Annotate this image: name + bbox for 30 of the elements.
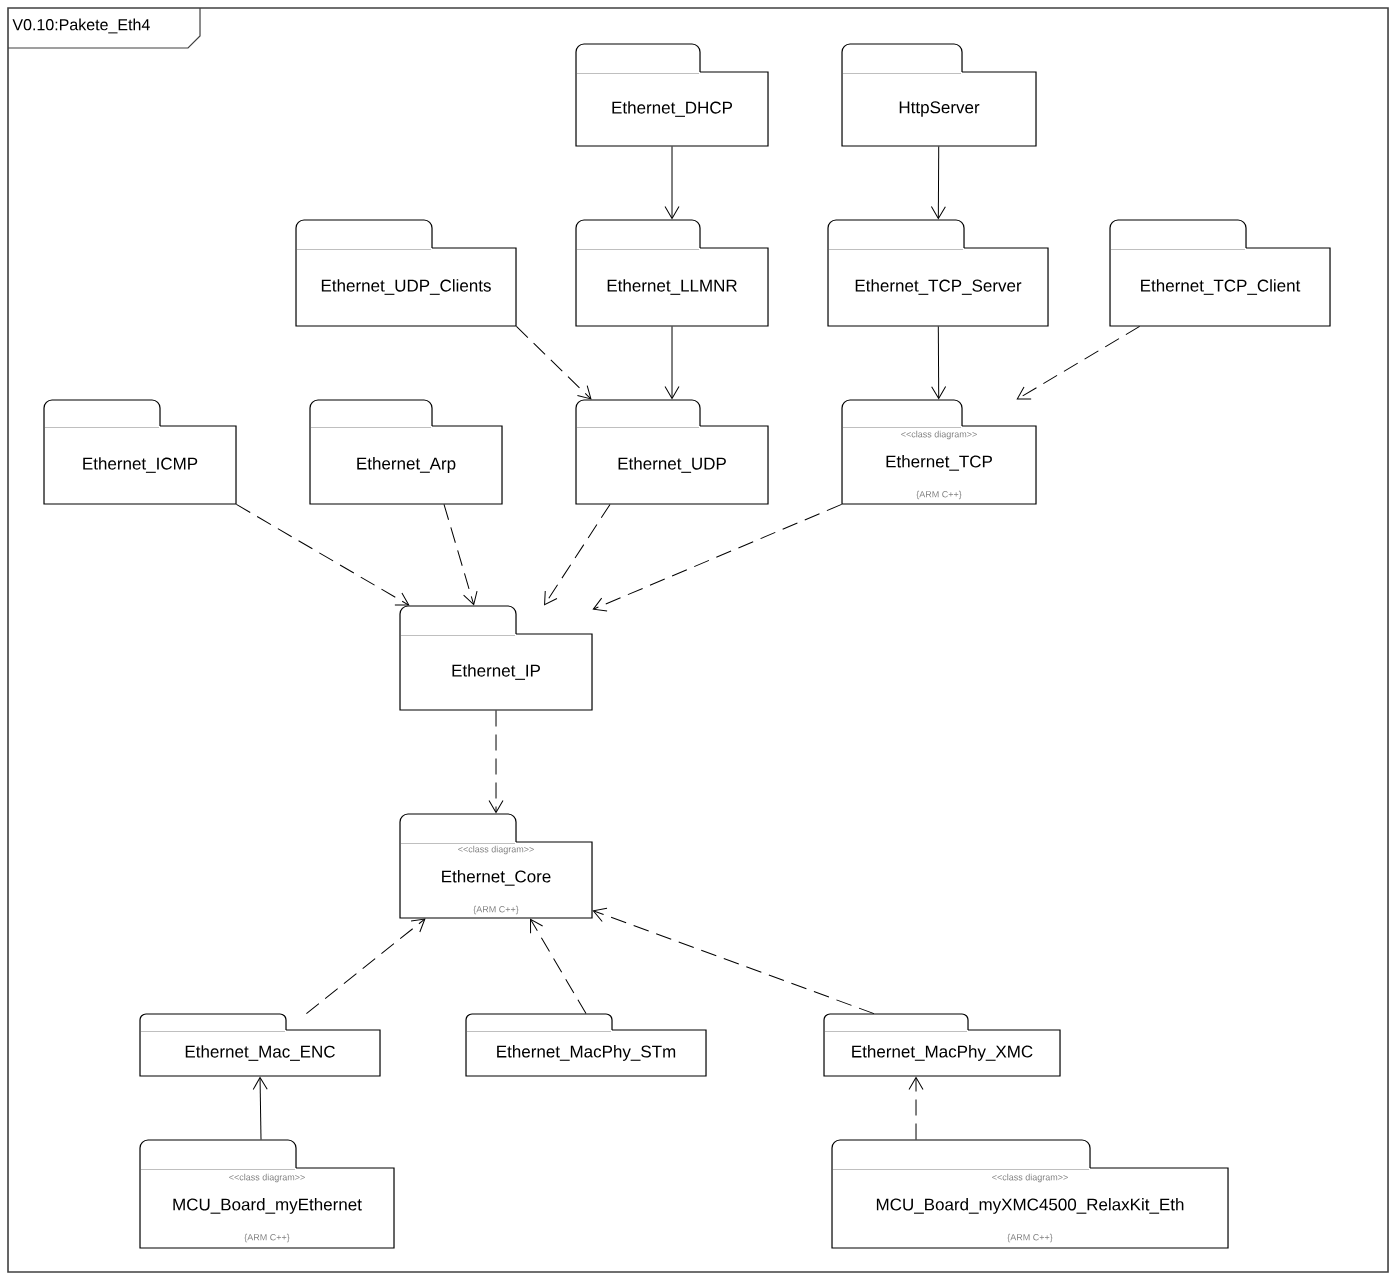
package-box: Ethernet_LLMNR <box>575 219 769 327</box>
arrow <box>664 325 680 400</box>
package-box: Ethernet_IP <box>399 605 593 711</box>
package-box: Ethernet_ICMP <box>43 399 237 505</box>
arrow <box>515 325 592 400</box>
arrow <box>664 145 680 220</box>
arrow <box>305 918 426 1015</box>
arrow <box>908 1076 924 1141</box>
package-box: Ethernet_TCP_Client <box>1109 219 1331 327</box>
package-box: Ethernet_TCP_Server <box>827 219 1049 327</box>
arrow <box>252 1076 268 1141</box>
arrow <box>1016 325 1141 400</box>
package-box: Ethernet_MacPhy_STm <box>465 1013 707 1077</box>
package-box: Ethernet_UDP <box>575 399 769 505</box>
arrow <box>931 325 947 400</box>
frame-title: V0.10:Pakete_Eth4 <box>7 7 201 49</box>
arrow <box>544 503 611 606</box>
arrow <box>592 907 875 1015</box>
arrow <box>488 709 504 814</box>
package-box: HttpServer <box>841 43 1037 147</box>
arrow <box>443 503 478 606</box>
arrow <box>592 503 843 612</box>
arrow <box>530 918 587 1015</box>
package-box: Ethernet_Arp <box>309 399 503 505</box>
package-box: Ethernet_DHCP <box>575 43 769 147</box>
package-box: Ethernet_Mac_ENC <box>139 1013 381 1077</box>
arrow <box>930 145 946 220</box>
package-box: Ethernet_UDP_Clients <box>295 219 517 327</box>
arrow <box>235 503 410 606</box>
package-box: Ethernet_MacPhy_XMC <box>823 1013 1061 1077</box>
